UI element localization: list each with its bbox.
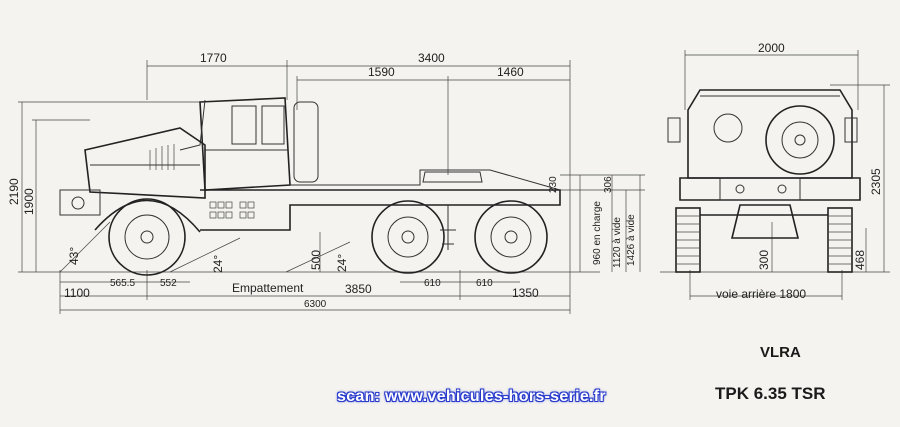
dim-610-a: 610 — [424, 278, 441, 289]
angle-24-rear: 24° — [335, 254, 349, 272]
dim-1590: 1590 — [368, 65, 395, 79]
label-960-en-charge: 960 en charge — [592, 201, 603, 265]
dim-1100: 1100 — [64, 286, 90, 300]
side-view-labels: 1770 3400 1590 1460 2190 1900 43° 24° 50… — [7, 51, 637, 310]
label-voie-arriere: voie arrière 1800 — [716, 287, 806, 301]
model-title-line2: TPK 6.35 TSR — [715, 384, 826, 403]
model-title-line1: VLRA — [760, 344, 801, 361]
dim-2000: 2000 — [758, 41, 785, 55]
dim-1350: 1350 — [512, 286, 539, 300]
dim-468: 468 — [853, 250, 867, 270]
dim-1770: 1770 — [200, 51, 227, 65]
side-view-truck — [59, 97, 561, 276]
dim-1900: 1900 — [22, 188, 36, 215]
label-1120-a-vide: 1120 à vide — [612, 217, 623, 268]
dim-565-5: 565.5 — [110, 278, 135, 289]
dim-306: 306 — [603, 176, 614, 193]
dim-1460: 1460 — [497, 65, 524, 79]
scan-watermark: scan: www.vehicules-hors-serie.fr — [337, 388, 606, 405]
angle-24-front: 24° — [211, 255, 225, 273]
dim-6300: 6300 — [304, 299, 327, 310]
rear-view-truck — [667, 89, 861, 273]
dim-552: 552 — [160, 278, 177, 289]
dim-3400: 3400 — [418, 51, 445, 65]
dim-2190: 2190 — [7, 178, 21, 205]
rear-view-labels: 2000 2305 300 468 voie arrière 1800 — [716, 41, 883, 301]
label-1426-a-vide: 1426 à vide — [626, 214, 637, 266]
dim-610-b: 610 — [476, 278, 493, 289]
dim-3850: 3850 — [345, 282, 372, 296]
dim-230: 230 — [548, 176, 559, 193]
dim-500: 500 — [309, 250, 323, 270]
label-empattement: Empattement — [232, 281, 304, 295]
angle-43: 43° — [67, 247, 81, 265]
dim-2305: 2305 — [869, 168, 883, 195]
dim-300: 300 — [757, 250, 771, 270]
